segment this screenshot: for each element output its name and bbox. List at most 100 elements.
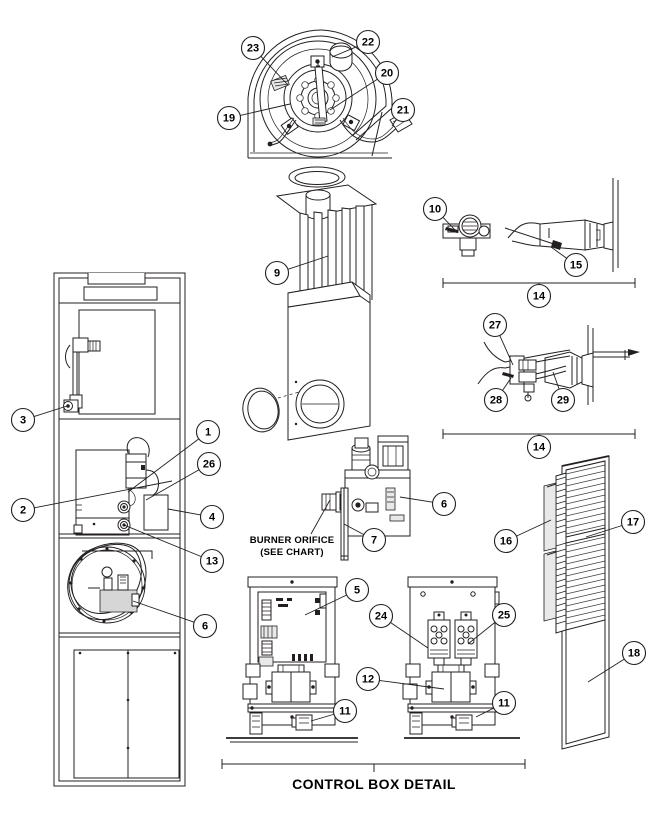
callout-number-11: 11 [339,706,351,718]
callout-number-16: 16 [500,536,512,548]
callout-5: 5 [304,577,370,616]
callout-leader-27 [499,335,514,366]
callout-layer: 1234566791011111213141415161718192021222… [10,29,647,724]
callout-number-6: 6 [441,499,447,511]
callout-bubble-16 [493,528,519,554]
callout-leader-11 [475,707,494,718]
callout-leader-3 [33,405,68,417]
callout-16: 16 [493,519,552,554]
callout-9: 9 [264,255,329,286]
callout-bubble-10 [422,196,448,222]
callout-leader-24 [390,622,429,649]
callout-bubble-4 [199,504,225,530]
callout-24: 24 [368,603,429,649]
burner-orifice-note: BURNER ORIFICE (SEE CHART) [250,535,335,558]
callout-19: 19 [216,103,291,131]
assembly-heat-exchanger [242,166,378,441]
callout-leader-10 [442,216,459,234]
callout-leader-20 [329,78,378,111]
callout-number-24: 24 [375,611,388,623]
callout-bubble-26 [196,451,222,477]
callout-bubble-11 [332,698,358,724]
callout-bubble-25 [491,602,517,628]
callout-number-12: 12 [362,674,374,686]
burner-orifice-note-line1: BURNER ORIFICE [250,535,335,546]
callout-6: 6 [399,491,457,517]
callout-18: 18 [587,640,647,683]
callout-leader-29 [552,371,560,390]
callout-bubble-5 [344,577,370,603]
callout-bubble-11 [491,690,517,716]
burner-orifice-note-line2: (SEE CHART) [260,547,323,558]
callout-bubble-9 [264,260,290,286]
callout-bubble-15 [563,252,589,278]
callout-3: 3 [10,405,68,433]
callout-13: 13 [123,524,225,574]
callout-number-6: 6 [202,621,208,633]
callout-22: 22 [331,29,381,58]
assembly-control-box-left [226,576,358,743]
callout-leader-9 [287,255,329,270]
assembly-blower-housing-top [247,29,413,159]
callout-number-22: 22 [362,37,374,49]
assembly-igniter-bracket [442,178,636,289]
callout-number-9: 9 [274,268,280,280]
callout-7: 7 [343,523,387,553]
callout-leader-5 [304,594,347,616]
callout-bubble-7 [361,527,387,553]
callout-number-15: 15 [570,260,582,272]
callout-number-20: 20 [381,68,393,80]
callout-number-28: 28 [490,395,502,407]
callout-leader-28 [502,377,512,391]
assembly-filter-panel [543,455,610,750]
callout-number-7: 7 [371,535,377,547]
callout-14: 14 [526,434,552,460]
callout-number-23: 23 [247,43,259,55]
callout-number-18: 18 [628,648,640,660]
callout-15: 15 [550,246,589,278]
callout-number-21: 21 [397,105,409,117]
callout-number-14: 14 [533,291,546,303]
assembly-pressure-switch-bracket [442,325,640,440]
assembly-gas-valve [321,435,411,561]
callout-bubble-19 [216,105,242,131]
callout-bubble-12 [355,666,381,692]
callout-bubble-21 [390,97,416,123]
callout-leader-6 [132,600,195,623]
callout-number-2: 2 [20,505,26,517]
callout-leader-23 [260,56,289,86]
callout-number-26: 26 [203,459,215,471]
callout-17: 17 [585,509,646,538]
callout-leader-12 [379,680,445,690]
callout-12: 12 [355,666,445,692]
callout-leader-13 [123,524,202,558]
callout-10: 10 [422,196,459,234]
callout-leader-16 [516,519,552,537]
callout-bubble-14 [526,434,552,460]
callout-number-4: 4 [209,512,216,524]
callout-bubble-13 [199,548,225,574]
callout-bubble-27 [482,312,508,338]
control-box-detail-caption: CONTROL BOX DETAIL [292,776,456,792]
callout-leader-4 [167,508,201,516]
callout-leader-7 [343,523,365,535]
callout-bubble-14 [526,283,552,309]
callout-number-27: 27 [489,320,501,332]
callout-leader-1 [127,438,200,493]
callout-number-29: 29 [557,395,569,407]
callout-leader-19 [240,103,291,116]
callout-27: 27 [482,312,514,366]
callout-bubble-3 [10,407,36,433]
callout-leader-22 [331,46,358,58]
callout-29: 29 [550,371,576,413]
callout-number-17: 17 [627,517,639,529]
callout-bubble-24 [368,603,394,629]
callout-number-3: 3 [20,415,26,427]
callout-leader-6 [399,496,433,503]
callout-leader-17 [585,525,623,538]
control-box-detail-bracket [221,759,526,772]
callout-leader-25 [467,621,496,645]
assembly-cabinet [53,272,186,787]
callout-14: 14 [526,283,552,309]
